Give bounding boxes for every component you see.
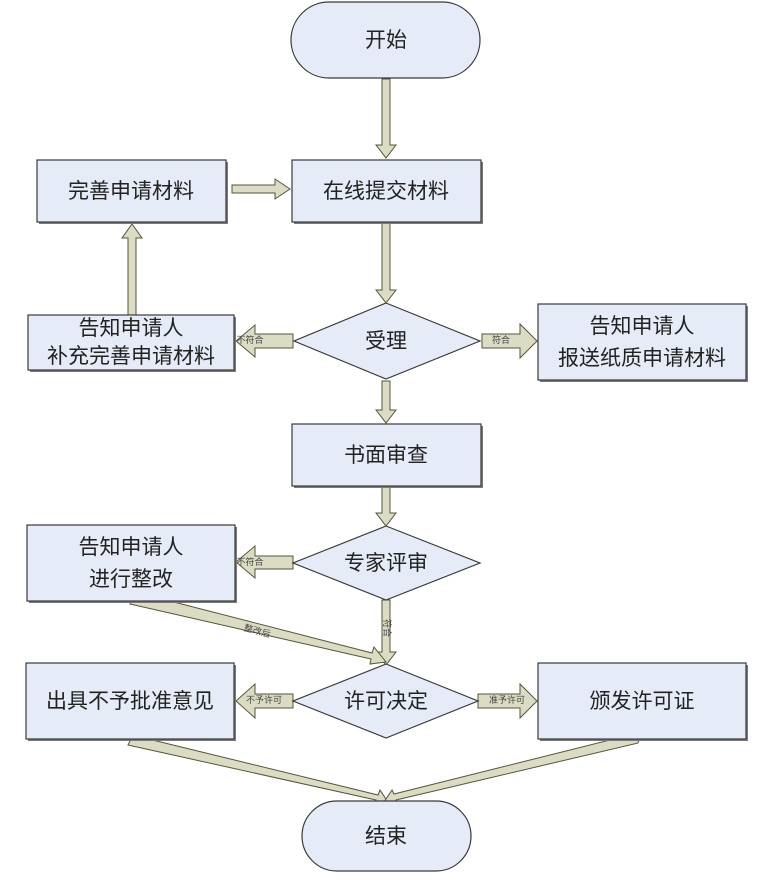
label-expert-fail: 不符合: [236, 556, 263, 568]
node-decision-label: 许可决定: [344, 689, 428, 713]
label-accept-fail: 不符合: [236, 334, 263, 346]
arrow-submit-to-accept: [374, 221, 398, 304]
arrow-accept-fail: [235, 323, 294, 359]
node-perfect-materials: 完善申请材料: [36, 159, 228, 224]
node-written-review-label: 书面审查: [344, 443, 428, 467]
arrow-accept-to-review: [374, 380, 398, 424]
node-issue-license-label: 颁发许可证: [590, 689, 695, 713]
node-start-label: 开始: [365, 28, 407, 52]
node-notify-supplement-line2: 补充完善申请材料: [47, 344, 215, 368]
node-reject-opinion: 出具不予批准意见: [25, 662, 236, 741]
arrow-accept-pass: [481, 322, 538, 360]
node-reject-opinion-label: 出具不予批准意见: [46, 689, 214, 713]
node-notify-supplement: 告知申请人 补充完善申请材料: [27, 314, 236, 372]
label-expert-pass: 符合: [381, 619, 393, 637]
arrow-expert-fail: [235, 544, 294, 580]
arrow-after-rectify: [129, 591, 387, 665]
node-issue-license: 颁发许可证: [537, 662, 748, 741]
arrow-grant: [477, 682, 538, 720]
node-submit-online-label: 在线提交材料: [323, 179, 449, 203]
arrow-expert-pass: [374, 599, 398, 666]
arrow-supplement-to-perfect: [121, 223, 143, 317]
node-decision: 许可决定: [291, 663, 480, 739]
label-grant: 准予许可: [489, 694, 525, 706]
arrow-start-to-submit: [374, 78, 398, 159]
arrow-reject-to-end: [127, 734, 389, 805]
node-submit-online: 在线提交材料: [291, 159, 483, 224]
node-notify-supplement-line1: 告知申请人: [79, 316, 184, 340]
node-notify-rectify: 告知申请人 进行整改: [26, 524, 237, 603]
node-perfect-materials-label: 完善申请材料: [68, 179, 194, 203]
arrow-review-to-expert: [374, 486, 398, 527]
node-accept: 受理: [292, 302, 482, 380]
node-end-label: 结束: [365, 824, 407, 848]
node-notify-paper-line2: 报送纸质申请材料: [558, 346, 726, 370]
node-start: 开始: [290, 1, 481, 79]
node-notify-rectify-line1: 告知申请人: [79, 535, 184, 559]
node-written-review: 书面审查: [291, 423, 483, 488]
arrow-perfect-to-submit: [231, 178, 291, 200]
arrow-issue-to-end: [383, 732, 641, 805]
node-notify-paper: 告知申请人 报送纸质申请材料: [537, 303, 748, 382]
node-notify-rectify-line2: 进行整改: [89, 567, 173, 591]
node-accept-label: 受理: [365, 329, 407, 353]
node-notify-paper-line1: 告知申请人: [590, 314, 695, 338]
node-expert-review: 专家评审: [291, 525, 482, 601]
arrow-deny: [235, 682, 294, 720]
label-deny: 不予许可: [246, 694, 282, 706]
node-end: 结束: [301, 800, 472, 872]
label-accept-pass: 符合: [492, 334, 510, 346]
node-expert-review-label: 专家评审: [344, 551, 428, 575]
